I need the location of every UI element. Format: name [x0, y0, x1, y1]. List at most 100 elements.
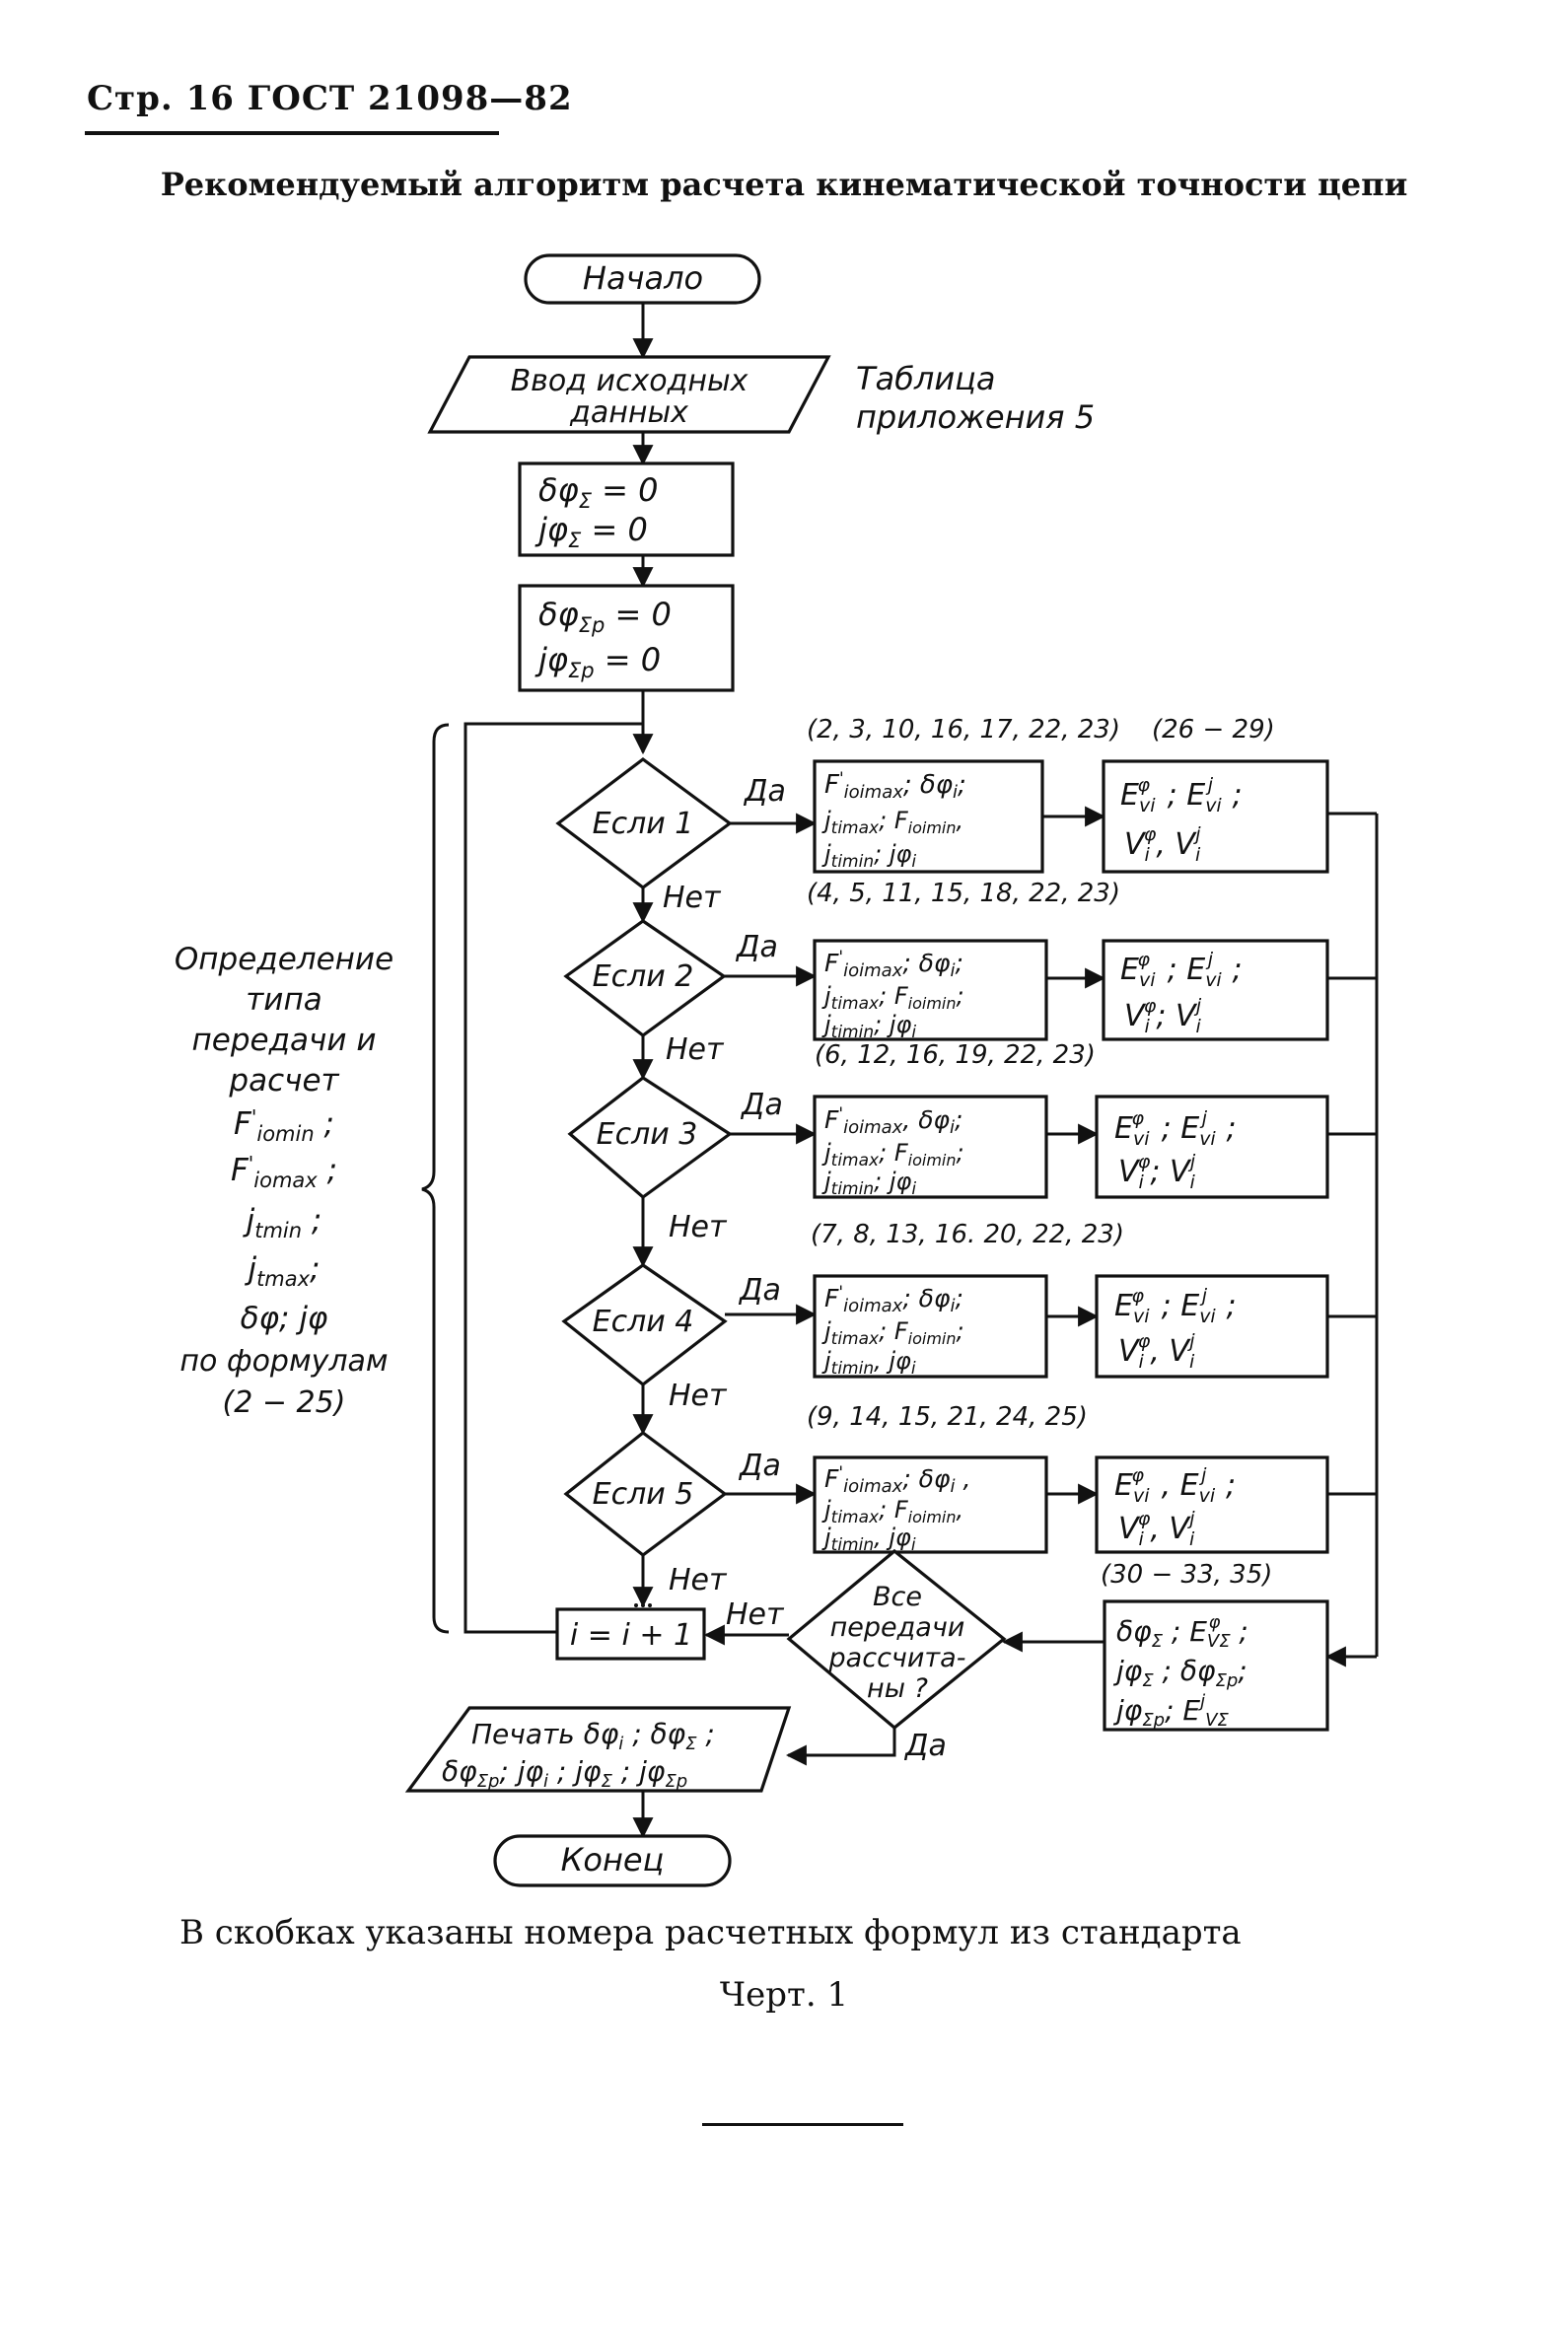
check-line-2: передачи	[830, 1612, 965, 1643]
side-label-line-5: F'iomin ;	[234, 1105, 334, 1146]
input-reference: Таблица приложения 5	[856, 360, 1095, 436]
side-label-line-9: δφ; jφ	[241, 1301, 328, 1336]
calc-box-3: F'ioimax, δφi; jtimax; Fioimin; jtimin; …	[813, 1095, 1048, 1199]
decision-3: Если 3	[567, 1076, 733, 1200]
calc-1-line-2: jtimax; Fioimin,	[821, 807, 963, 838]
side-label: Определение типа передачи и расчет F'iom…	[175, 942, 393, 1420]
start-terminal: Начало	[524, 253, 761, 305]
yes-label-check: Да	[903, 1729, 947, 1763]
side-label-line-6: F'iomax ;	[231, 1152, 337, 1192]
yes-label-3: Да	[740, 1088, 783, 1122]
yes-label-5: Да	[738, 1449, 781, 1483]
start-label: Начало	[583, 259, 703, 297]
yes-label-1: Да	[743, 774, 786, 809]
refs-4: (7, 8, 13, 16. 20, 22, 23)	[811, 1220, 1124, 1249]
decision-4-label: Если 4	[593, 1305, 694, 1339]
final-calc-line-1: δφΣ ; EVΣφ ;	[1116, 1612, 1248, 1652]
side-label-line-3: передачи и	[192, 1023, 377, 1058]
final-refs: (30 − 33, 35)	[1101, 1560, 1272, 1590]
result-1-line-2: Viφ, Vij	[1124, 823, 1201, 866]
result-5-line-1: Eviφ , Evij ;	[1114, 1464, 1236, 1507]
no-label-5: Нет	[669, 1563, 728, 1597]
yes-label-2: Да	[735, 930, 778, 964]
end-terminal: Конец	[493, 1834, 732, 1887]
result-box-3: Eviφ ; Evij ; Viφ; Vij	[1095, 1095, 1329, 1199]
result-3-line-1: Eviφ ; Evij ;	[1114, 1107, 1237, 1150]
side-label-line-4: расчет	[228, 1063, 339, 1099]
check-decision: Все передачи рассчита- ны ?	[786, 1548, 1007, 1731]
init2-line-2: jφΣp = 0	[535, 641, 661, 682]
print-line-1: Печать δφi ; δφΣ ;	[471, 1718, 715, 1754]
input-ref-line-1: Таблица	[856, 360, 996, 397]
header-rule	[85, 131, 499, 135]
calc-2-line-1: F'ioimax; δφi;	[824, 948, 963, 981]
refs-2: (4, 5, 11, 15, 18, 22, 23)	[807, 879, 1120, 908]
end-rule	[702, 2123, 903, 2126]
no-label-2: Нет	[666, 1032, 725, 1067]
no-label-4: Нет	[669, 1379, 728, 1413]
decision-2: Если 2	[563, 919, 727, 1038]
no-label-1: Нет	[663, 881, 722, 915]
decision-5-label: Если 5	[593, 1477, 694, 1512]
side-label-line-2: типа	[246, 982, 321, 1018]
side-label-line-7: jtmin ;	[243, 1203, 322, 1242]
init1-line-2: jφΣ = 0	[535, 511, 648, 552]
yes-label-4: Да	[738, 1273, 781, 1308]
no-label-3: Нет	[669, 1210, 728, 1244]
side-label-line-8: jtmax;	[244, 1251, 320, 1291]
refs-3: (6, 12, 16, 19, 22, 23)	[815, 1040, 1096, 1070]
decision-3-label: Если 3	[597, 1117, 698, 1152]
footnote: В скобках указаны номера расчетных форму…	[179, 1913, 1242, 1952]
result-box-4: Eviφ ; Evij ; Viφ, Vij	[1095, 1274, 1329, 1379]
decision-4: Если 4	[561, 1263, 728, 1387]
calc-box-5: F'ioimax; δφi , jtimax; Fioimin, jtimin,…	[813, 1455, 1048, 1555]
side-label-line-11: (2 − 25)	[223, 1385, 346, 1420]
side-bracket	[421, 723, 450, 1634]
page-header: Стр. 16 ГОСТ 21098—82	[87, 79, 573, 118]
refs-5: (9, 14, 15, 21, 24, 25)	[807, 1402, 1088, 1432]
end-label: Конец	[561, 1841, 665, 1879]
result-2-line-2: Viφ; Vij	[1124, 995, 1202, 1037]
input-ref-line-2: приложения 5	[856, 398, 1095, 436]
side-label-line-1: Определение	[175, 942, 393, 977]
decision-1-label: Если 1	[593, 807, 694, 841]
result-box-5: Eviφ , Evij ; Viφ, Vij	[1095, 1455, 1329, 1554]
result-3-line-2: Viφ; Vij	[1118, 1151, 1196, 1193]
side-label-line-10: по формулам	[179, 1344, 388, 1379]
result-1-line-1: Eviφ ; Evij ;	[1120, 774, 1243, 816]
result-box-2: Eviφ ; Evij ; Viφ; Vij	[1102, 939, 1329, 1041]
result-box-1: Eviφ ; Evij ; Viφ, Vij	[1102, 759, 1329, 874]
init-block-2: δφΣp = 0 jφΣp = 0	[518, 584, 735, 692]
input-line-2: данных	[569, 395, 688, 430]
check-line-4: ны ?	[867, 1673, 928, 1704]
page-title: Рекомендуемый алгоритм расчета кинематич…	[160, 166, 1408, 203]
calc-1-line-1: F'ioimax; δφi;	[824, 769, 966, 803]
no-label-check: Нет	[726, 1597, 785, 1632]
input-block: Ввод исходных данных	[427, 355, 831, 434]
check-line-3: рассчита-	[828, 1643, 966, 1673]
input-line-1: Ввод исходных	[511, 364, 748, 398]
decision-1: Если 1	[555, 757, 733, 889]
init2-line-1: δφΣp = 0	[538, 596, 672, 637]
check-line-1: Все	[873, 1582, 922, 1612]
increment-label: i = i + 1	[570, 1618, 692, 1653]
figure-caption: Черт. 1	[719, 1975, 849, 2015]
final-calc-line-2: jφΣ ; δφΣp;	[1112, 1655, 1247, 1691]
calc-box-1: F'ioimax; δφi; jtimax; Fioimin, jtimin; …	[813, 759, 1044, 874]
refs-1: (2, 3, 10, 16, 17, 22, 23)	[807, 715, 1120, 745]
print-block: Печать δφi ; δφΣ ; δφΣp; jφi ; jφΣ ; jφΣ…	[404, 1706, 792, 1793]
result-5-line-2: Viφ, Vij	[1118, 1508, 1195, 1550]
calc-box-2: F'ioimax; δφi; jtimax; Fioimin; jtimin; …	[813, 939, 1048, 1042]
result-4-line-2: Viφ, Vij	[1118, 1330, 1195, 1373]
calc-box-4: F'ioimax; δφi; jtimax; Fioimin; jtimin, …	[813, 1274, 1048, 1379]
decision-5: Если 5	[563, 1430, 728, 1558]
result-4-line-1: Eviφ ; Evij ;	[1114, 1285, 1237, 1327]
refs-result-1: (26 − 29)	[1152, 715, 1275, 745]
connectors	[463, 303, 1379, 1839]
init-block-1: δφΣ = 0 jφΣ = 0	[518, 461, 735, 557]
init1-line-1: δφΣ = 0	[538, 471, 658, 513]
increment-box: i = i + 1	[555, 1607, 706, 1661]
result-2-line-1: Eviφ ; Evij ;	[1120, 949, 1243, 991]
final-calc-box: δφΣ ; EVΣφ ; jφΣ ; δφΣp; jφΣp; EjVΣ	[1103, 1599, 1329, 1732]
